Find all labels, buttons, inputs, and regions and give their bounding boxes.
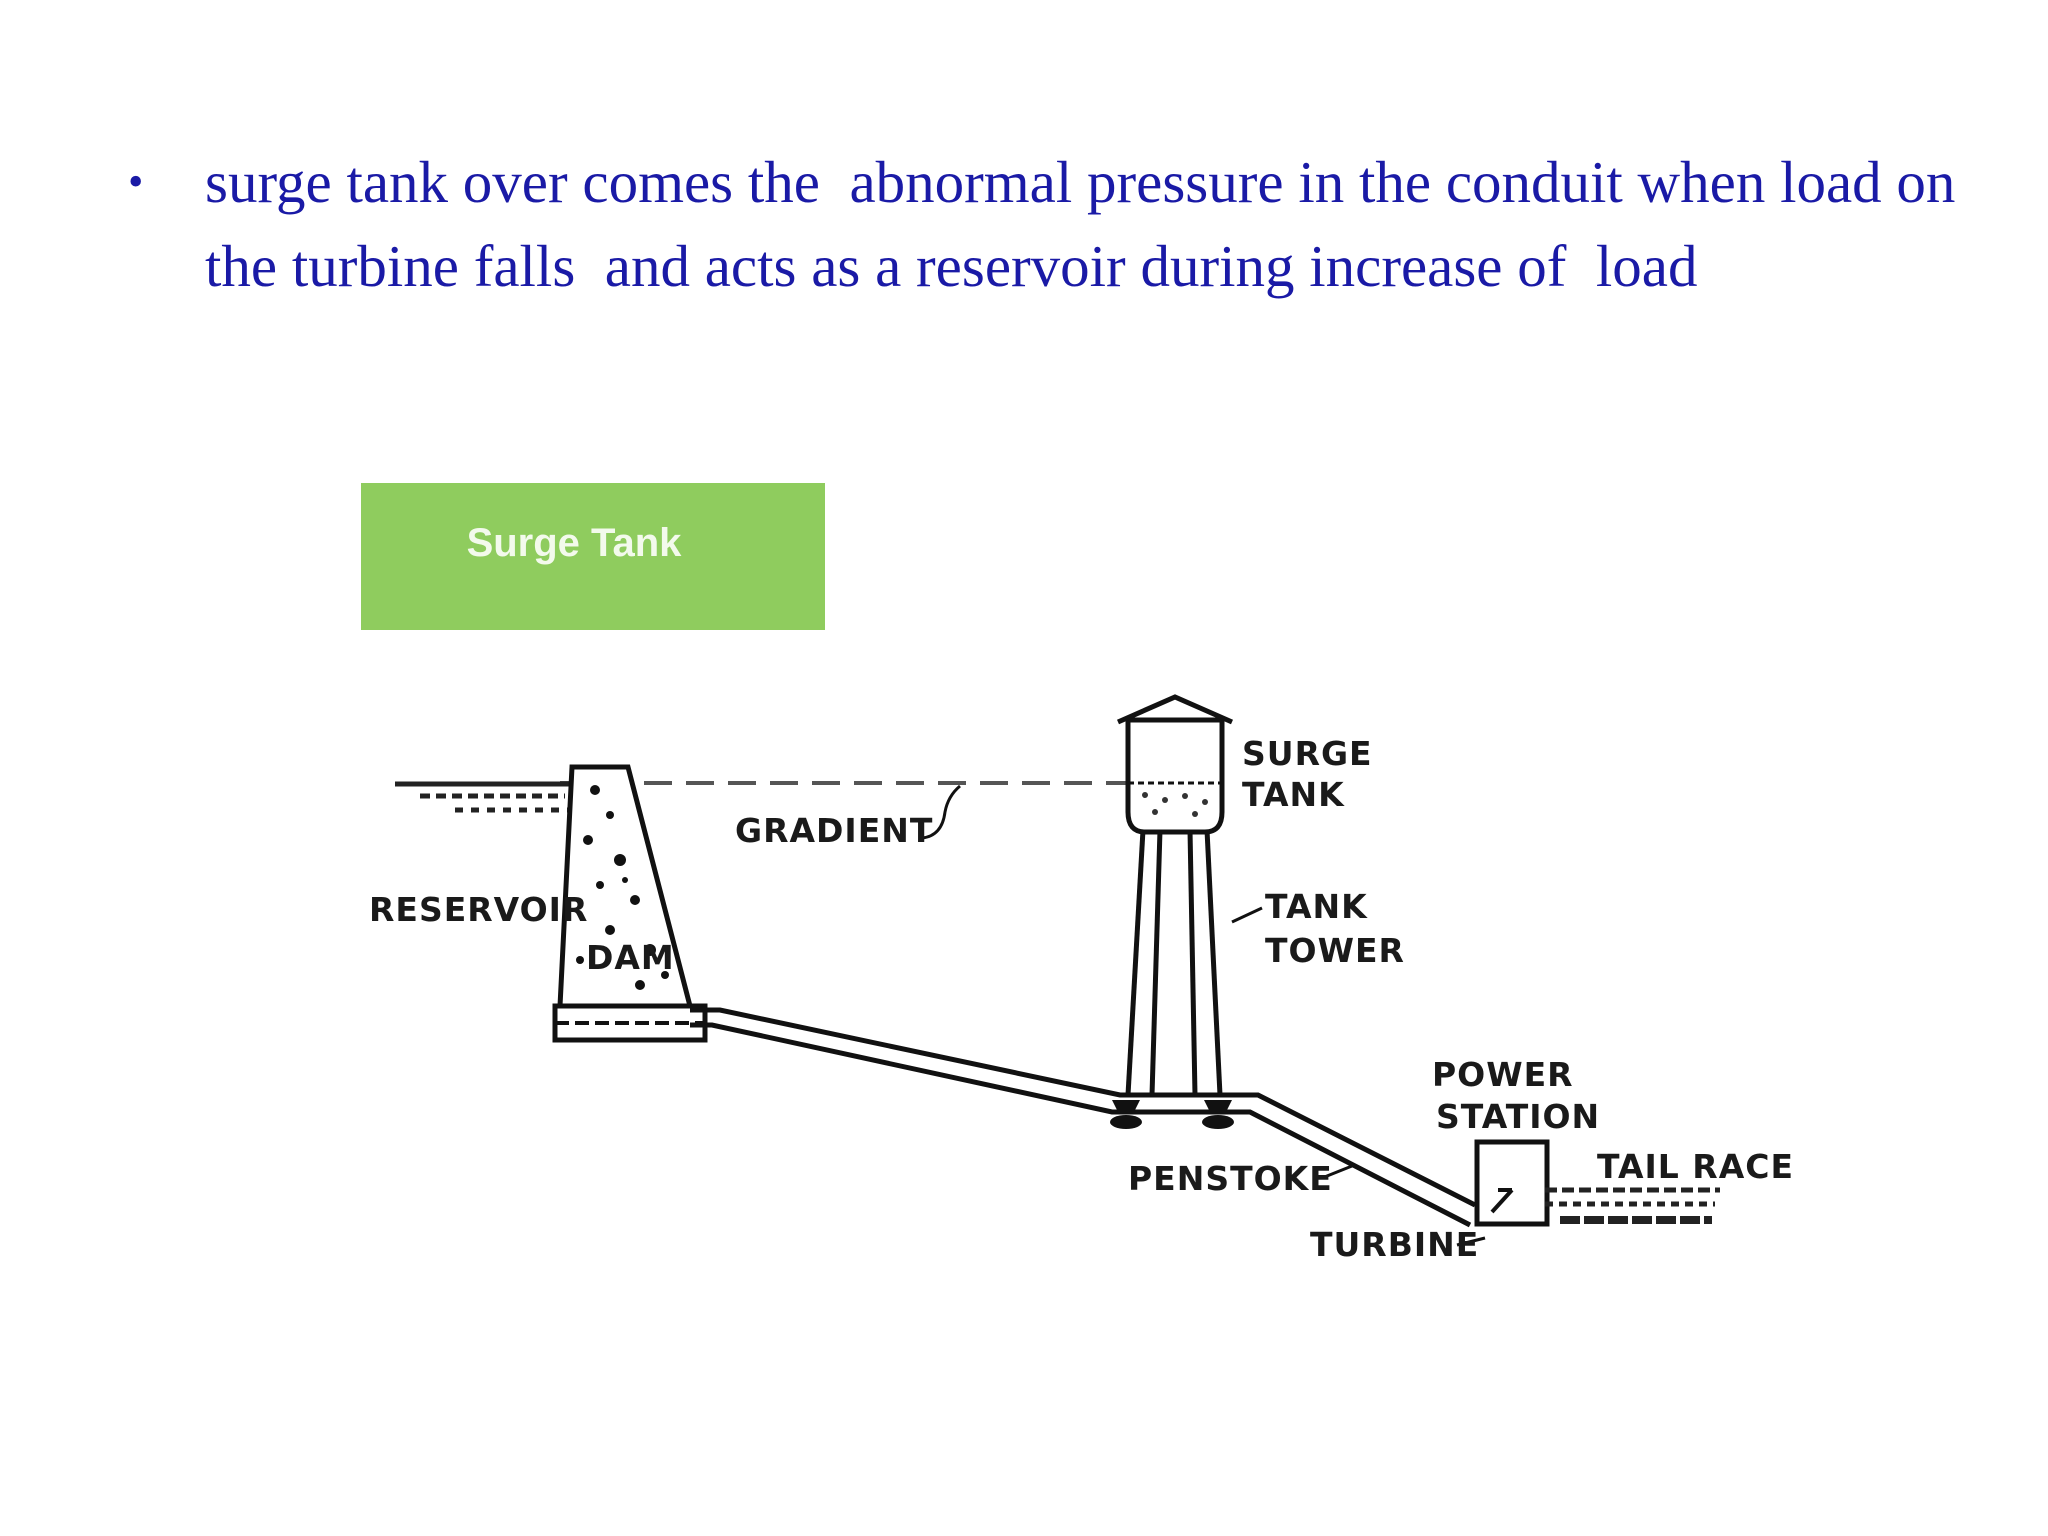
label-penstoke: PENSTOKE <box>1128 1159 1333 1198</box>
bullet-text: surge tank over comes the abnormal press… <box>205 149 1971 299</box>
surge-tank-tag-label: Surge Tank <box>466 521 682 565</box>
label-turbine: TURBINE <box>1310 1225 1479 1264</box>
power-station <box>1474 1139 1550 1227</box>
surge-tank <box>1125 717 1225 835</box>
turbine-symbol <box>1490 1188 1514 1214</box>
label-reservoir: RESERVOIR <box>369 890 588 929</box>
label-tail-race: TAIL RACE <box>1597 1147 1794 1186</box>
penstock <box>690 1007 1477 1228</box>
label-gradient: GRADIENT <box>735 811 933 850</box>
label-surge: SURGE <box>1242 734 1373 773</box>
reservoir-water <box>395 781 570 813</box>
penstoke-leader <box>1321 1164 1353 1180</box>
label-tank: TANK <box>1242 775 1345 814</box>
tank-tower-leader <box>1231 906 1263 924</box>
turbine-leader <box>1456 1236 1486 1247</box>
surge-tank-tag: Surge Tank <box>361 483 825 630</box>
gradient-leader <box>921 784 961 840</box>
label-power: POWER <box>1432 1055 1574 1094</box>
tail-race-water <box>1545 1187 1720 1224</box>
tank-tower <box>1125 829 1223 1096</box>
surge-tank-roof <box>1116 694 1234 725</box>
label-tank-2: TANK <box>1265 887 1368 926</box>
dam-texture <box>576 785 669 990</box>
label-station: STATION <box>1436 1097 1600 1136</box>
tower-feet <box>1110 1100 1234 1129</box>
label-tower: TOWER <box>1265 931 1405 970</box>
surge-tank-water <box>1142 792 1208 817</box>
bullet-marker: • <box>128 157 144 206</box>
label-dam: DAM <box>586 938 675 977</box>
